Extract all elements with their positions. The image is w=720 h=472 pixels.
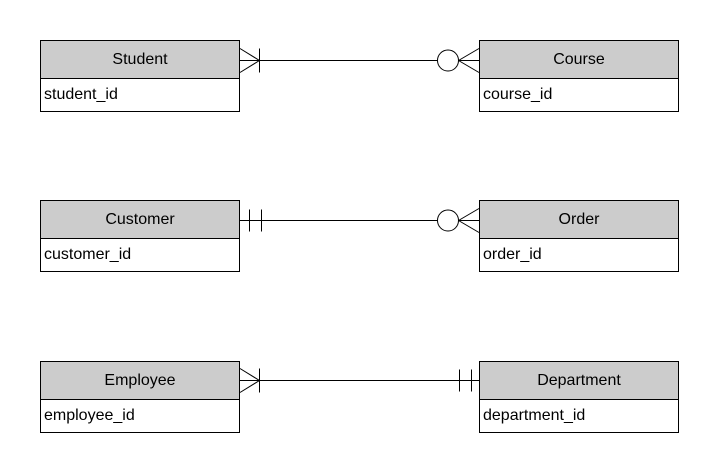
entity-customer-name: Customer: [105, 210, 175, 228]
entity-department-attribute-row: department_id: [480, 400, 678, 432]
entity-student-attribute-row: student_id: [41, 79, 239, 111]
entity-order[interactable]: Order order_id: [479, 200, 679, 272]
zero-or-many-icon: [437, 48, 480, 73]
entity-order-name: Order: [558, 210, 600, 228]
entity-course-header: Course: [480, 41, 678, 79]
entity-customer-header: Customer: [41, 201, 239, 239]
entity-department[interactable]: Department department_id: [479, 361, 679, 433]
zero-or-many-icon: [437, 208, 480, 233]
entity-course[interactable]: Course course_id: [479, 40, 679, 112]
entity-employee[interactable]: Employee employee_id: [40, 361, 240, 433]
exactly-one-double-bar-icon: [249, 209, 262, 232]
entity-customer-attribute: customer_id: [44, 246, 132, 263]
entity-employee-attribute: employee_id: [44, 407, 135, 424]
relationship-employee-department[interactable]: [239, 368, 479, 393]
entity-student-attribute: student_id: [44, 86, 118, 103]
entity-student[interactable]: Student student_id: [40, 40, 240, 112]
entity-employee-attribute-row: employee_id: [41, 400, 239, 432]
entity-student-header: Student: [41, 41, 239, 79]
entity-order-attribute: order_id: [483, 246, 542, 263]
entity-student-name: Student: [112, 50, 168, 68]
entity-order-attribute-row: order_id: [480, 239, 678, 271]
entity-department-attribute: department_id: [483, 407, 586, 424]
crow-foot-many-icon: [458, 208, 480, 233]
entity-course-attribute: course_id: [483, 86, 553, 103]
entity-order-header: Order: [480, 201, 678, 239]
entity-customer[interactable]: Customer customer_id: [40, 200, 240, 272]
zero-circle-icon: [437, 209, 459, 232]
entity-course-attribute-row: course_id: [480, 79, 678, 111]
crow-foot-many-icon: [458, 48, 480, 73]
entity-department-name: Department: [537, 371, 621, 389]
entity-employee-header: Employee: [41, 362, 239, 400]
entity-customer-attribute-row: customer_id: [41, 239, 239, 271]
entity-course-name: Course: [553, 50, 605, 68]
exactly-one-double-bar-icon: [459, 369, 472, 392]
crow-foot-one-or-many-icon: [239, 48, 260, 73]
zero-circle-icon: [437, 49, 459, 72]
entity-employee-name: Employee: [104, 371, 176, 389]
relationship-student-course[interactable]: [239, 48, 480, 73]
relationship-customer-order[interactable]: [240, 208, 480, 233]
entity-department-header: Department: [480, 362, 678, 400]
crow-foot-one-or-many-icon: [239, 368, 260, 393]
